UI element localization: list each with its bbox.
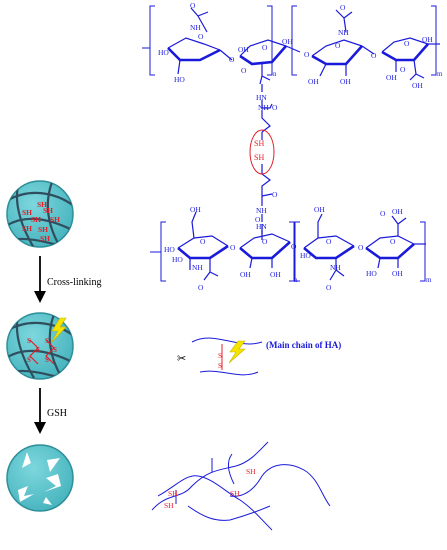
oh-label: OH <box>308 77 319 86</box>
carbonyl-oxygen: O <box>326 283 332 292</box>
ha-structure-bottom: n m O OH HO HO NH O O O O OH OH O <box>150 205 432 292</box>
ho-label: HO <box>300 251 311 260</box>
oh-label: OH <box>190 205 201 214</box>
ha-structure-top: n m O NH HO HO O O O OH OH O O <box>142 1 443 90</box>
arrow-crosslinking <box>34 256 46 303</box>
lightning-icon <box>228 340 246 364</box>
carbonyl-oxygen: O <box>190 1 196 10</box>
oh-label: OH <box>392 269 403 278</box>
oh-label: OH <box>238 45 249 54</box>
carbonyl-oxygen: O <box>241 66 247 75</box>
s-label: S <box>218 362 222 370</box>
arrow-gsh <box>34 388 46 434</box>
n-subscript: n <box>294 276 298 284</box>
hydrogel-particle-degraded <box>6 444 74 512</box>
s-label: S <box>36 346 40 354</box>
oh-label: OH <box>392 207 403 216</box>
carbonyl-oxygen: O <box>400 65 406 74</box>
nh-label: NH <box>256 206 267 215</box>
ring-oxygen: O <box>198 32 204 41</box>
s-label: S <box>27 337 31 345</box>
carbonyl-oxygen: O <box>255 215 261 224</box>
scissors-icon: ✂ <box>177 353 186 365</box>
sh-label: SH <box>40 234 50 243</box>
oh-label: OH <box>412 81 423 90</box>
sh-label: SH <box>43 206 53 215</box>
oh-label: OH <box>422 35 433 44</box>
oh-label: OH <box>340 77 351 86</box>
carbonyl-oxygen: O <box>272 190 278 199</box>
carbonyl-oxygen: O <box>340 3 346 12</box>
m-subscript: m <box>426 276 432 284</box>
sh-label: SH <box>254 153 264 162</box>
lightning-icon <box>50 317 67 344</box>
sh-label: SH <box>50 215 60 224</box>
carbonyl-oxygen: O <box>272 103 278 112</box>
sh-label: SH <box>168 489 178 498</box>
sh-label: SH <box>254 139 264 148</box>
polymer-network <box>7 181 73 247</box>
oh-label: OH <box>282 37 293 46</box>
sh-label: SH <box>22 224 32 233</box>
s-label: S <box>27 356 31 364</box>
ring-oxygen: O <box>404 39 410 48</box>
s-label: S <box>45 356 49 364</box>
ring-oxygen: O <box>326 237 332 246</box>
hydrogel-particle-crosslinked: S S S S S S <box>6 312 74 380</box>
nh-label: NH <box>258 103 269 112</box>
carbonyl-oxygen: O <box>198 283 204 292</box>
carbonyl-oxygen: O <box>380 209 386 218</box>
ho-label: HO <box>366 269 377 278</box>
ring-oxygen: O <box>262 237 268 246</box>
glycosidic-oxygen: O <box>230 243 236 252</box>
crosslinking-label: Cross-linking <box>47 277 101 288</box>
ring-oxygen: O <box>335 41 341 50</box>
oh-label: OH <box>270 270 281 279</box>
glycosidic-oxygen: O <box>371 51 377 60</box>
oh-label: OH <box>240 270 251 279</box>
sh-label: SH <box>246 467 256 476</box>
s-label: S <box>218 352 222 360</box>
glycosidic-oxygen: O <box>229 55 235 64</box>
sh-label: SH <box>230 489 240 498</box>
nh-label: NH <box>190 23 201 32</box>
glycosidic-oxygen: O <box>304 50 310 59</box>
cleaved-chains: SH SH SH SH <box>151 441 331 531</box>
ho-label: HO <box>174 75 185 84</box>
ho-label: HO <box>172 255 183 264</box>
disulfide-highlight <box>249 129 275 175</box>
s-label: S <box>45 337 49 345</box>
main-chain-label: (Main chain of HA) <box>266 340 341 350</box>
ring-oxygen: O <box>390 237 396 246</box>
oh-label: OH <box>314 205 325 214</box>
nh-label: NH <box>330 263 341 272</box>
gsh-label: GSH <box>47 408 67 419</box>
nh-label: NH <box>192 263 203 272</box>
disulfide-cleavage-schematic: S S ✂ (Main chain of HA) <box>177 337 341 376</box>
sh-label: SH <box>37 200 47 209</box>
sh-label: SH <box>38 225 48 234</box>
s-label: S <box>53 346 57 354</box>
ring-oxygen: O <box>200 237 206 246</box>
hn-label: HN <box>256 93 267 102</box>
ho-label: HO <box>158 48 169 57</box>
sh-label: SH <box>31 215 41 224</box>
m-subscript: m <box>437 70 443 78</box>
ho-label: HO <box>164 245 175 254</box>
oh-label: OH <box>386 73 397 82</box>
glycosidic-oxygen: O <box>291 242 297 251</box>
hydrogel-particle-thiolated: SH SH SH SH SH SH SH SH <box>6 180 74 248</box>
ring-oxygen: O <box>262 43 268 52</box>
n-subscript: n <box>273 70 277 78</box>
glycosidic-oxygen: O <box>358 243 364 252</box>
sh-label: SH <box>164 501 174 510</box>
sh-label: SH <box>22 208 32 217</box>
nh-label: NH <box>338 28 349 37</box>
